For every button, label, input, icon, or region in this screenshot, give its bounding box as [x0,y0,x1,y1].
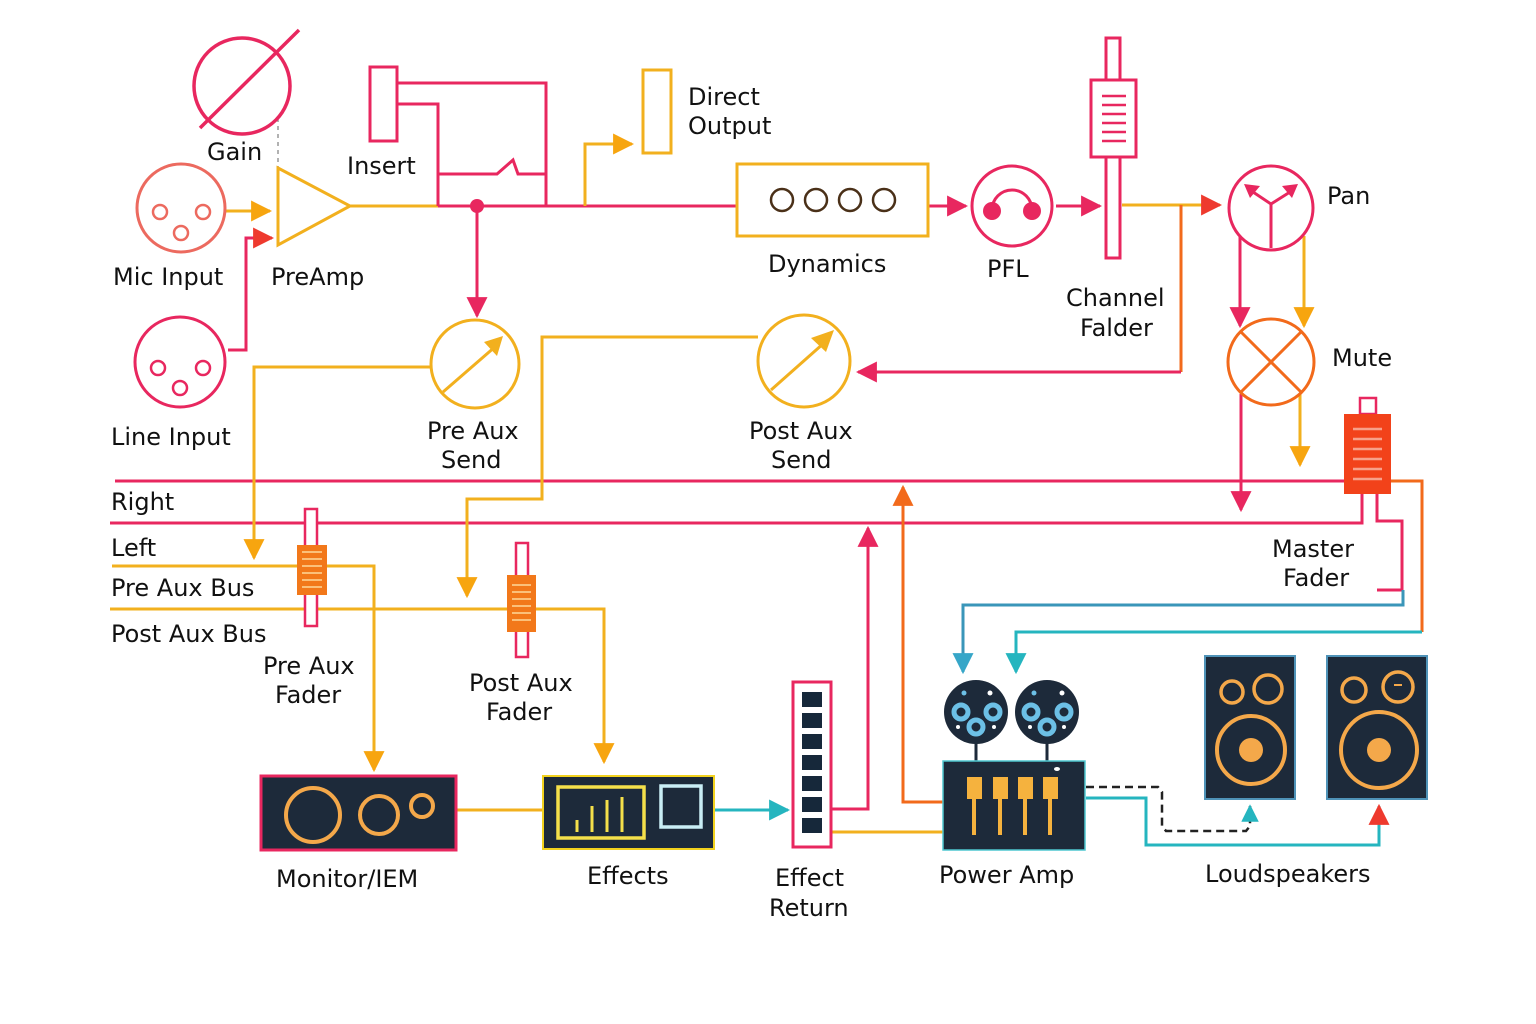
pan-split-icon [1227,164,1315,252]
connections [110,81,1424,847]
preamp-label: PreAmp [271,263,364,291]
pre-aux-fader-label-2: Fader [275,681,341,709]
monitor-iem[interactable]: Monitor/IEM [259,774,458,893]
effects-label: Effects [587,862,669,890]
dynamics-processor-icon [735,162,930,238]
bus-left-line [110,494,1364,525]
mic-input-label: Mic Input [113,263,223,291]
rotary-knob-icon [429,318,521,410]
post-aux-send-label-1: Post Aux [749,417,853,445]
wire-preamp-node [397,81,548,208]
wire-master-to-amp-2 [1005,630,1422,675]
channel-fader-label-1: Channel [1066,284,1165,312]
wire-pre-aux-send-to-bus [243,365,431,561]
fader-icon [297,507,327,628]
effects[interactable]: Effects [542,775,715,890]
wire-post-aux-send-to-bus [456,335,758,599]
wire-to-direct-output [583,133,635,206]
bus-left-label: Left [111,534,156,562]
loudspeakers-label: Loudspeakers [1205,860,1370,888]
channel-fader[interactable]: Channel Falder [1066,36,1165,342]
direct-output-label-2: Output [688,112,771,140]
pre-aux-send[interactable]: Pre Aux Send [427,318,521,474]
bus-post-aux-line [110,607,615,765]
wire-return-to-left-bus [831,525,879,811]
headphones-icon [970,164,1054,248]
post-aux-fader-label-2: Fader [486,698,552,726]
wire-amp-to-speaker-2 [1086,796,1390,847]
pfl-label: PFL [987,255,1029,283]
preamp[interactable]: PreAmp [271,165,364,291]
line-input[interactable]: Line Input [111,315,231,451]
pre-aux-send-label-1: Pre Aux [427,417,519,445]
pre-aux-fader-label-1: Pre Aux [263,652,355,680]
power-amp-label: Power Amp [939,861,1074,889]
amplifier-triangle-icon [276,165,354,248]
fader-icon [507,541,536,659]
wire-master-loop [1375,494,1404,592]
wire-line-to-preamp [228,227,275,352]
meter-icon [791,680,833,849]
dynamics-label: Dynamics [768,250,886,278]
pfl[interactable]: PFL [970,164,1054,283]
insert-jack-icon [368,65,399,143]
power-amp[interactable]: Power Amp [939,680,1086,889]
channel-fader-label-2: Falder [1080,314,1153,342]
xlr-connector-icon [135,162,227,254]
effect-return-label-2: Return [769,894,849,922]
loudspeakers[interactable]: Loudspeakers [1204,655,1428,888]
mic-input[interactable]: Mic Input [113,162,227,291]
wire-master-right [1390,479,1424,632]
phase-circle-icon [192,28,301,136]
fader-icon [1344,396,1391,494]
output-block-icon [641,68,673,155]
bus-right-label: Right [111,488,174,516]
master-fader-label-1: Master [1272,535,1354,563]
line-input-label: Line Input [111,423,231,451]
xlr-connector-icon [1015,680,1079,744]
post-aux-send-label-2: Send [771,446,831,474]
bus-post-aux-label: Post Aux Bus [111,620,266,648]
dynamics[interactable]: Dynamics [735,162,930,278]
wire-amp-to-right-bus [892,484,943,804]
wire-insert-return [397,102,546,176]
pan-label: Pan [1327,182,1370,210]
bus-pre-aux-line [112,564,385,773]
insert-label: Insert [347,152,416,180]
mute-cross-icon [1226,317,1316,407]
pre-aux-send-label-2: Send [441,446,501,474]
power-amp-icon [942,680,1086,851]
pan[interactable]: Pan [1227,164,1370,252]
mute[interactable]: Mute [1226,317,1392,407]
direct-output-label-1: Direct [688,83,760,111]
fader-icon [1089,36,1138,260]
xlr-connector-icon [944,680,1008,744]
monitor-speaker-icon [259,774,458,852]
rotary-knob-icon [756,313,852,409]
master-fader-label-2: Fader [1283,564,1349,592]
loudspeaker-icon [1204,655,1296,800]
bus-pre-aux-label: Pre Aux Bus [111,574,254,602]
insert[interactable]: Insert [347,65,416,180]
effect-return[interactable]: Effect Return [769,680,849,922]
effects-unit-icon [542,775,715,850]
post-aux-fader-label-1: Post Aux [469,669,573,697]
direct-output[interactable]: Direct Output [641,68,771,155]
post-aux-fader[interactable]: Post Aux Fader [469,541,573,726]
mute-label: Mute [1332,344,1392,372]
monitor-iem-label: Monitor/IEM [276,865,418,893]
post-aux-send[interactable]: Post Aux Send [749,313,853,474]
gain-control[interactable]: Gain [192,28,301,166]
xlr-connector-icon [133,315,227,409]
gain-label: Gain [207,138,262,166]
master-fader[interactable]: Master Fader [1272,396,1391,592]
pre-aux-fader[interactable]: Pre Aux Fader [263,507,355,709]
loudspeaker-icon [1326,655,1428,800]
effect-return-label-1: Effect [775,864,844,892]
wire-master-to-amp-1 [952,590,1405,675]
